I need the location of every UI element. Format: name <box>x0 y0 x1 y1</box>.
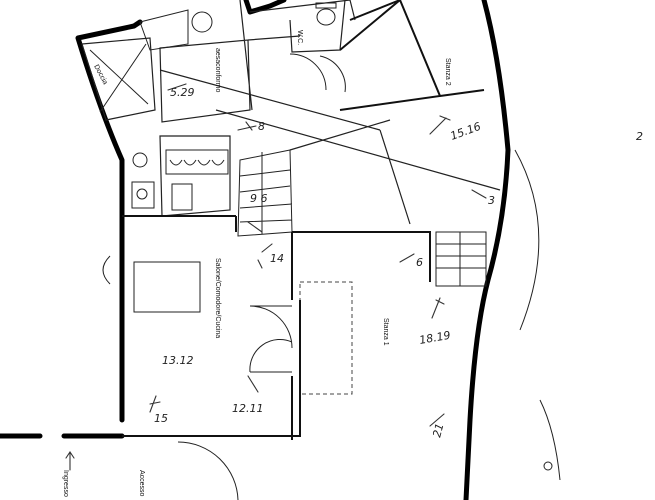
stanza2-walls <box>339 0 485 111</box>
burner-2 <box>136 188 148 200</box>
kitchen-hood-group <box>165 149 229 175</box>
label-antibagno: aesaconformo <box>214 48 221 92</box>
wc-bowl <box>316 8 336 26</box>
burner-1 <box>132 152 148 168</box>
annotation-10: 12.11 <box>232 402 264 415</box>
label-ingresso: Ingresso <box>62 470 69 497</box>
annotation-11: 15 <box>154 412 168 425</box>
annotation-1: 5.29 <box>170 86 195 99</box>
label-stanza2: Stanza 2 <box>444 58 451 86</box>
counter <box>165 149 229 175</box>
shower-tray <box>139 9 189 51</box>
label-wc: W.C. <box>296 30 303 45</box>
cooktop <box>131 181 155 209</box>
entrance-arc <box>177 441 239 500</box>
annotation-3: 15.16 <box>449 120 483 143</box>
label-stanza1: Stanza 1 <box>382 318 389 346</box>
sink-circle <box>191 11 213 33</box>
stair-right <box>435 231 487 287</box>
annotation-6: 18.19 <box>418 329 451 347</box>
annotation-8: 14 <box>270 252 284 265</box>
exterior-wall-right <box>463 0 511 500</box>
hood-arcs <box>169 159 225 166</box>
annotation-13: 2 <box>636 130 643 143</box>
right-arc <box>514 149 561 481</box>
handwritten-arrows <box>65 83 487 471</box>
annotation-5: 6 <box>416 256 423 269</box>
door-arc-salone <box>249 305 293 373</box>
label-salone: Salone/Comodore/Cucina <box>214 258 221 338</box>
sink-basin <box>171 183 193 211</box>
wc-tank <box>315 2 337 9</box>
exterior-wall-top <box>243 0 287 15</box>
main-hall-walls <box>122 215 431 282</box>
shower-cross <box>89 43 149 113</box>
stair-walls <box>159 135 231 217</box>
annotation-2: 8 <box>258 120 265 133</box>
stanza1-bed-outline <box>299 281 353 395</box>
label-accesso: Accesso <box>138 470 145 497</box>
dining-table <box>133 261 201 313</box>
left-door-arc <box>102 255 111 285</box>
annotation-9: 13.12 <box>162 354 194 367</box>
annotation-7: 21 <box>430 422 446 439</box>
shower-walls <box>81 37 156 121</box>
wc-door-arc <box>289 53 346 93</box>
right-circle <box>543 461 553 471</box>
annotation-4: 3 <box>488 194 495 207</box>
annotation-12: 9 6 <box>250 192 268 205</box>
wc-room <box>249 0 356 53</box>
bathroom-wall <box>159 0 301 123</box>
diagonal-lines <box>159 69 501 225</box>
bottom-wall <box>122 300 301 437</box>
